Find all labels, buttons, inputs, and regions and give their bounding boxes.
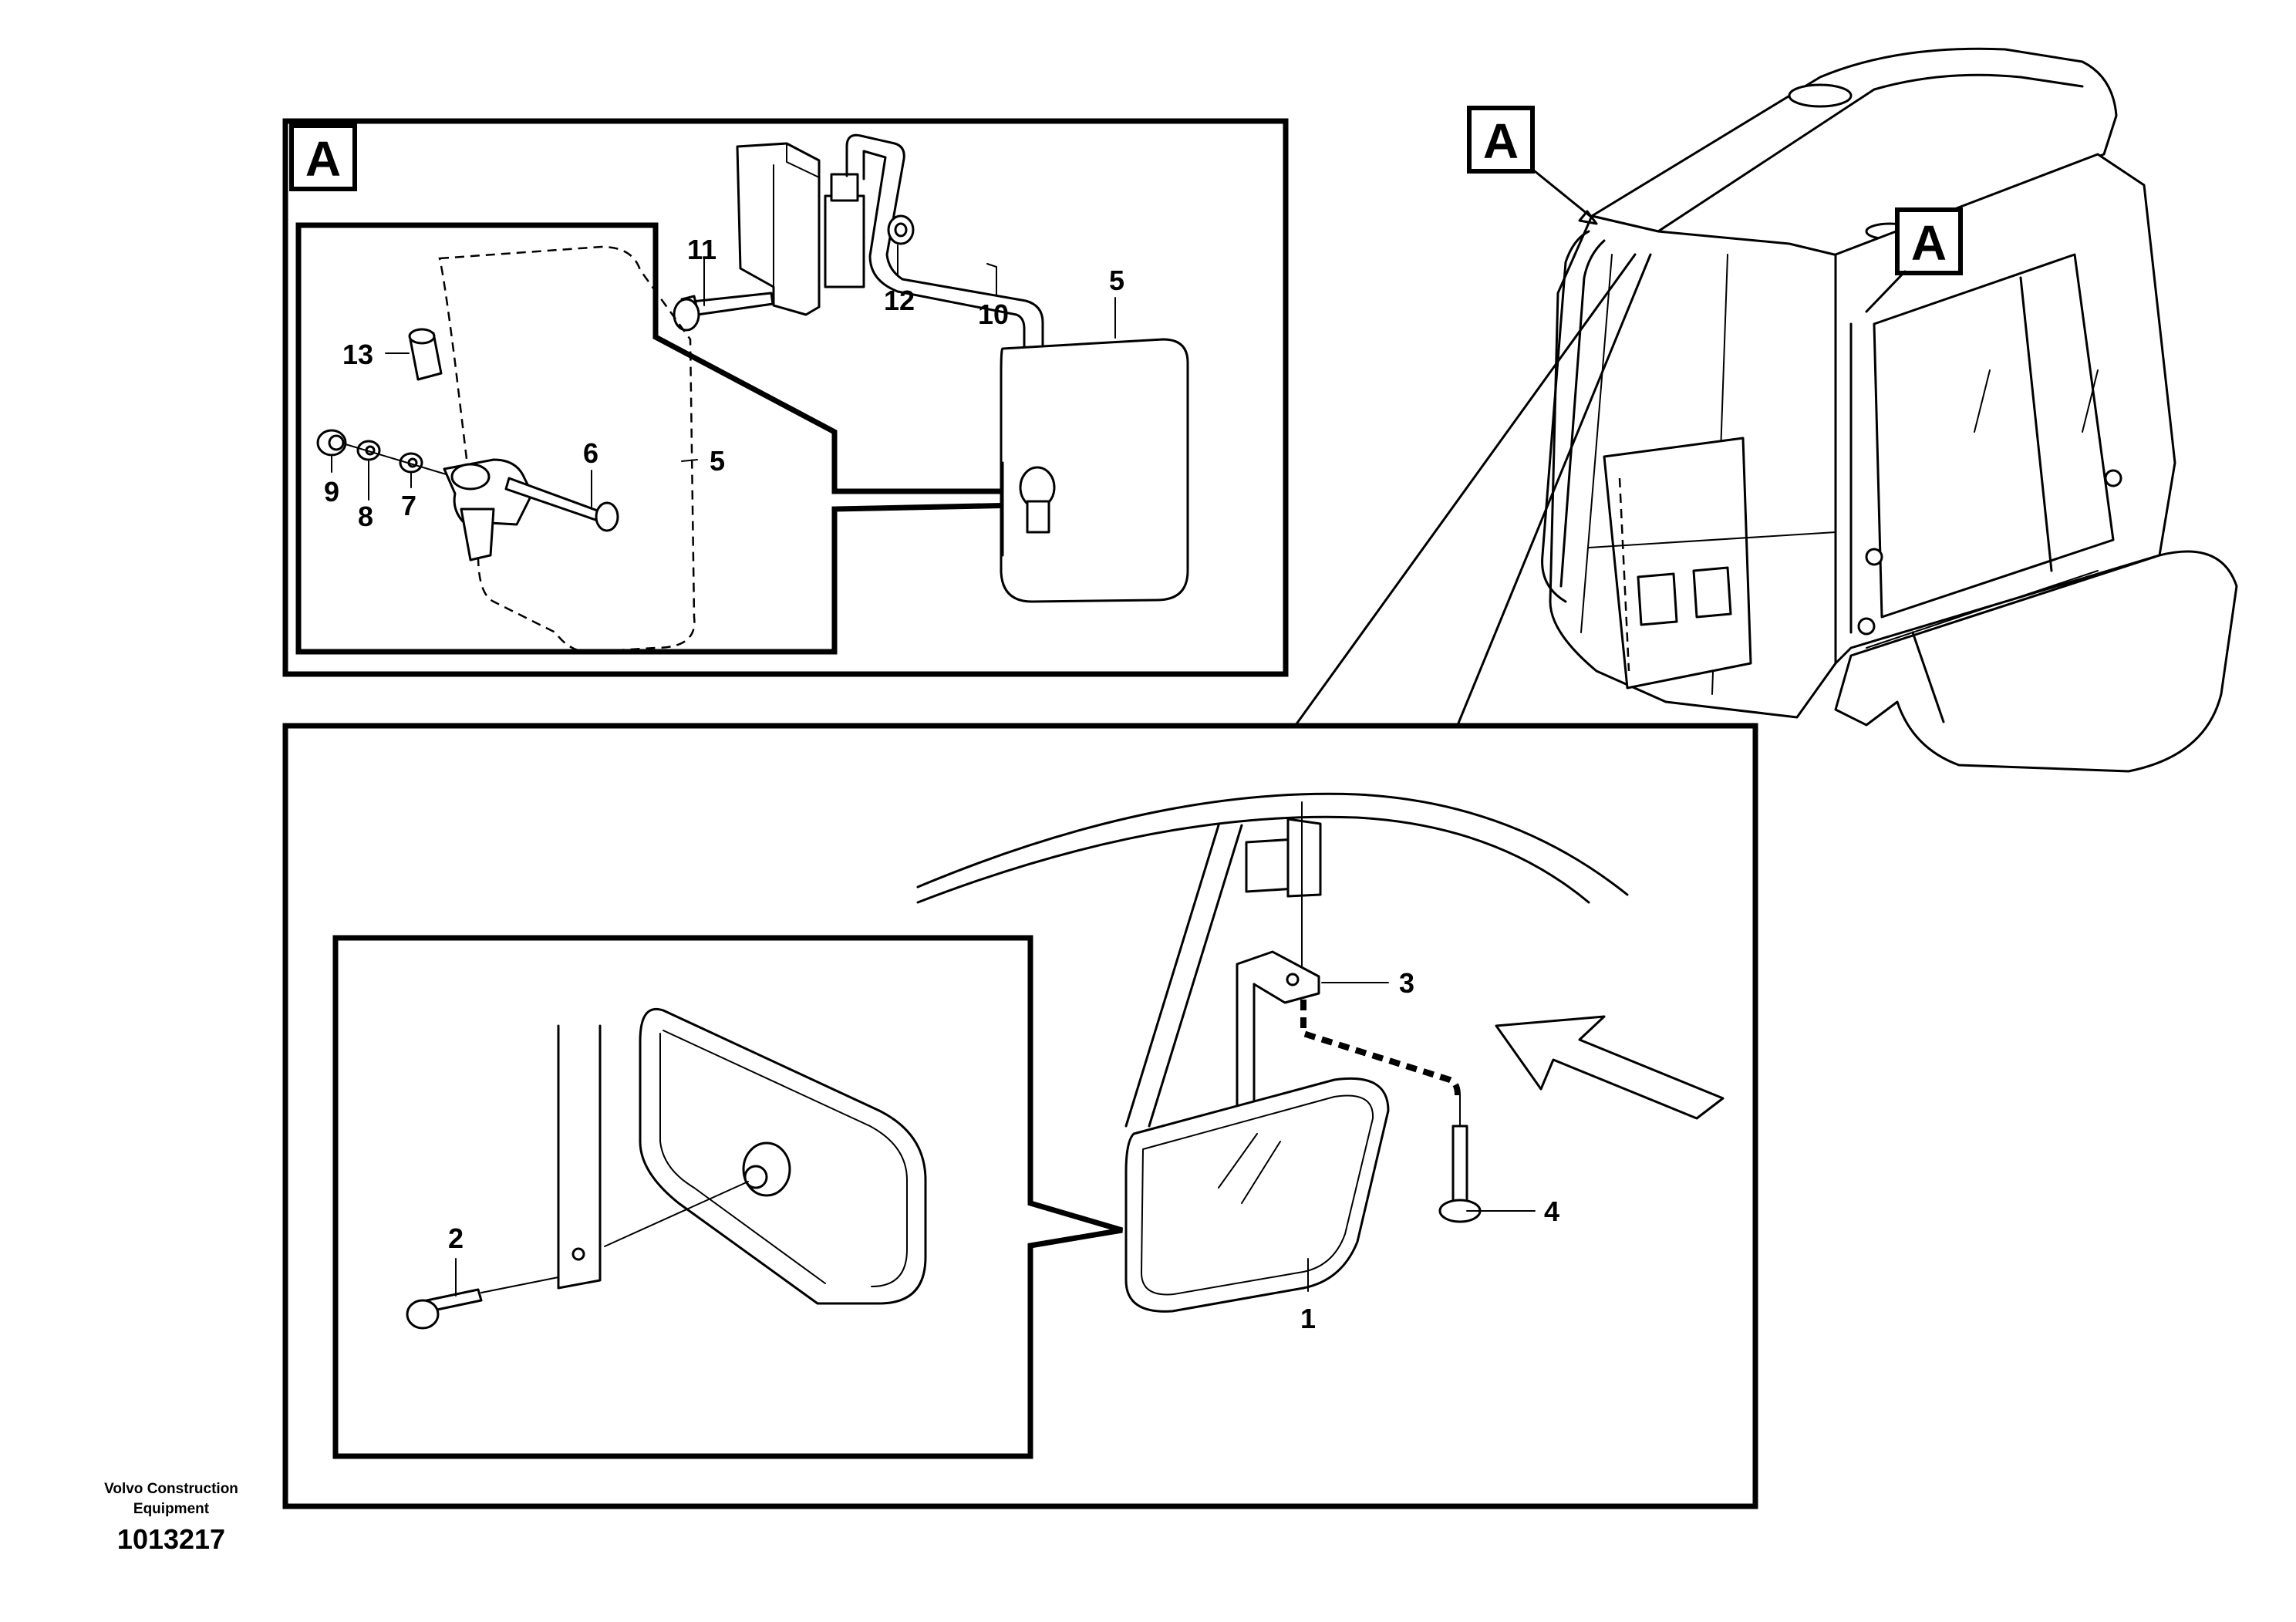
- callout-9: 9: [324, 476, 339, 508]
- lower-view-panel: 3 4 1 2: [282, 723, 1758, 1509]
- bolt-4: [1438, 1094, 1482, 1223]
- mounting-route-dashed: [1300, 1000, 1461, 1096]
- callout-13: 13: [342, 339, 373, 370]
- mirror-mount-bracket: [736, 142, 865, 316]
- roof-bracket: [1245, 801, 1322, 973]
- callout-2: 2: [448, 1222, 464, 1254]
- mirror-head-5: [1000, 338, 1189, 603]
- drawing-footer: Volvo Construction Equipment 1013217: [104, 1481, 238, 1555]
- interior-mirror-1: [1124, 1077, 1390, 1313]
- company-name-line2: Equipment: [133, 1501, 210, 1517]
- cab-view-a-label-2: A: [1911, 215, 1947, 271]
- washer-7: [399, 452, 423, 474]
- cab-view-a-label-box-2: [1895, 207, 1963, 275]
- sleeve-13: [408, 328, 443, 381]
- cab-view-a-label-1: A: [1483, 113, 1519, 169]
- callout-7: 7: [401, 490, 416, 521]
- callout-4: 4: [1544, 1195, 1559, 1227]
- cab-fender: [1834, 550, 2238, 773]
- direction-arrow: [1495, 1015, 1725, 1120]
- view-a-label: A: [305, 131, 341, 187]
- drawing-number: 1013217: [117, 1523, 225, 1555]
- detail-a-panel: A: [282, 118, 1289, 677]
- nut-9: [316, 429, 347, 457]
- arm-end-pivot: [1019, 466, 1056, 534]
- callout-5-outer: 5: [1109, 265, 1124, 296]
- bolt-11: [673, 292, 774, 332]
- cab-overview: A A: [1294, 47, 2238, 773]
- callout-10: 10: [978, 298, 1009, 330]
- mirror-arm: [845, 133, 1044, 487]
- mirror-mount-stud: [742, 1141, 791, 1197]
- bolt-6: [504, 477, 619, 532]
- cab-view-a-label-box-1: [1467, 106, 1535, 174]
- callout-12: 12: [884, 285, 915, 316]
- zoom-detail-frame: [332, 935, 1123, 1459]
- callout-3: 3: [1399, 967, 1414, 999]
- washer-12: [887, 214, 915, 245]
- company-name-line1: Volvo Construction: [104, 1481, 238, 1497]
- callout-5-inner: 5: [710, 445, 725, 477]
- cab-side: [1834, 153, 2176, 665]
- callout-1: 1: [1300, 1303, 1316, 1334]
- inner-mirror-outline-5: [438, 245, 696, 653]
- clamp-bracket: [443, 458, 534, 561]
- callout-6: 6: [583, 437, 598, 469]
- callout-11: 11: [687, 234, 716, 265]
- callout-8: 8: [358, 501, 373, 532]
- view-a-label-box: [289, 123, 357, 191]
- bolt-2: [406, 1276, 559, 1330]
